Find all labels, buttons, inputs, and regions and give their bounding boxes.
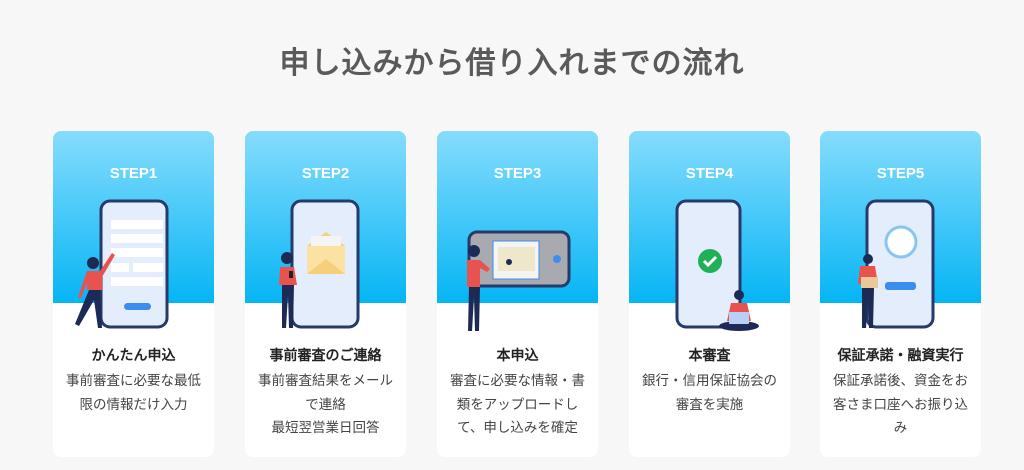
page-title: 申し込みから借り入れまでの流れ xyxy=(279,46,745,81)
step-description: 審査に必要な情報・書 類をアップロードし て、申し込みを確定 xyxy=(437,370,598,441)
loan-execution-illustration xyxy=(858,199,935,329)
description-line: 限の情報だけ入力 xyxy=(79,396,188,413)
step-title: かんたん申込 xyxy=(91,348,176,364)
step-card-4: STEP4 本審査 銀行・信用保証協会の 審査を実施 xyxy=(629,131,790,457)
step-label: STEP2 xyxy=(301,165,350,182)
description-line: 銀行・信用保証協会の xyxy=(642,373,777,389)
step-description: 保証承諾後、資金をお 客さま口座へお振り込 み xyxy=(820,370,981,441)
review-illustration xyxy=(675,199,759,331)
step-card-1: STEP1 かんたん申込 事前審査に必要な最低 限の情報だけ入力 xyxy=(53,131,214,457)
step-description: 銀行・信用保証協会の 審査を実施 xyxy=(629,370,790,417)
online-form-illustration xyxy=(75,199,169,329)
step-description: 事前審査に必要な最低 限の情報だけ入力 xyxy=(53,370,214,417)
step-title: 本審査 xyxy=(688,348,731,364)
step-title: 本申込 xyxy=(496,348,539,364)
step-card-5: STEP5 保証承諾・融資実行 保証承諾後、資金をお 客さま口座へお振り込 み xyxy=(820,131,981,457)
email-notification-illustration xyxy=(279,199,360,329)
description-line: 最短翌営業日回答 xyxy=(271,420,380,436)
description-line: 類をアップロードし xyxy=(456,396,579,413)
description-line: 審査を実施 xyxy=(675,396,744,413)
step-label: STEP1 xyxy=(109,165,158,182)
description-line: で連絡 xyxy=(305,396,346,413)
description-line: 事前審査に必要な最低 xyxy=(66,373,201,389)
description-line: 審査に必要な情報・書 xyxy=(450,373,585,389)
step-card-2: STEP2 事前審査のご連絡 事前審査結果をメール で連絡 最短翌営業日回答 xyxy=(245,131,406,457)
description-line: 客さま口座へお振り込 xyxy=(833,396,968,413)
document-upload-illustration xyxy=(467,230,571,331)
step-description: 事前審査結果をメール で連絡 最短翌営業日回答 xyxy=(245,370,406,441)
description-line: 保証承諾後、資金をお xyxy=(833,373,968,389)
step-label: STEP4 xyxy=(685,165,734,182)
step-card-3: STEP3 本申込 審査に必要な情報・書 類をアップロードし て、申し込みを確定 xyxy=(437,131,598,457)
step-title: 保証承諾・融資実行 xyxy=(837,348,964,364)
description-line: み xyxy=(893,420,908,436)
step-label: STEP3 xyxy=(493,165,542,182)
step-title: 事前審査のご連絡 xyxy=(269,348,382,364)
description-line: て、申し込みを確定 xyxy=(457,420,578,436)
description-line: 事前審査結果をメール xyxy=(258,373,393,389)
step-label: STEP5 xyxy=(876,165,925,182)
